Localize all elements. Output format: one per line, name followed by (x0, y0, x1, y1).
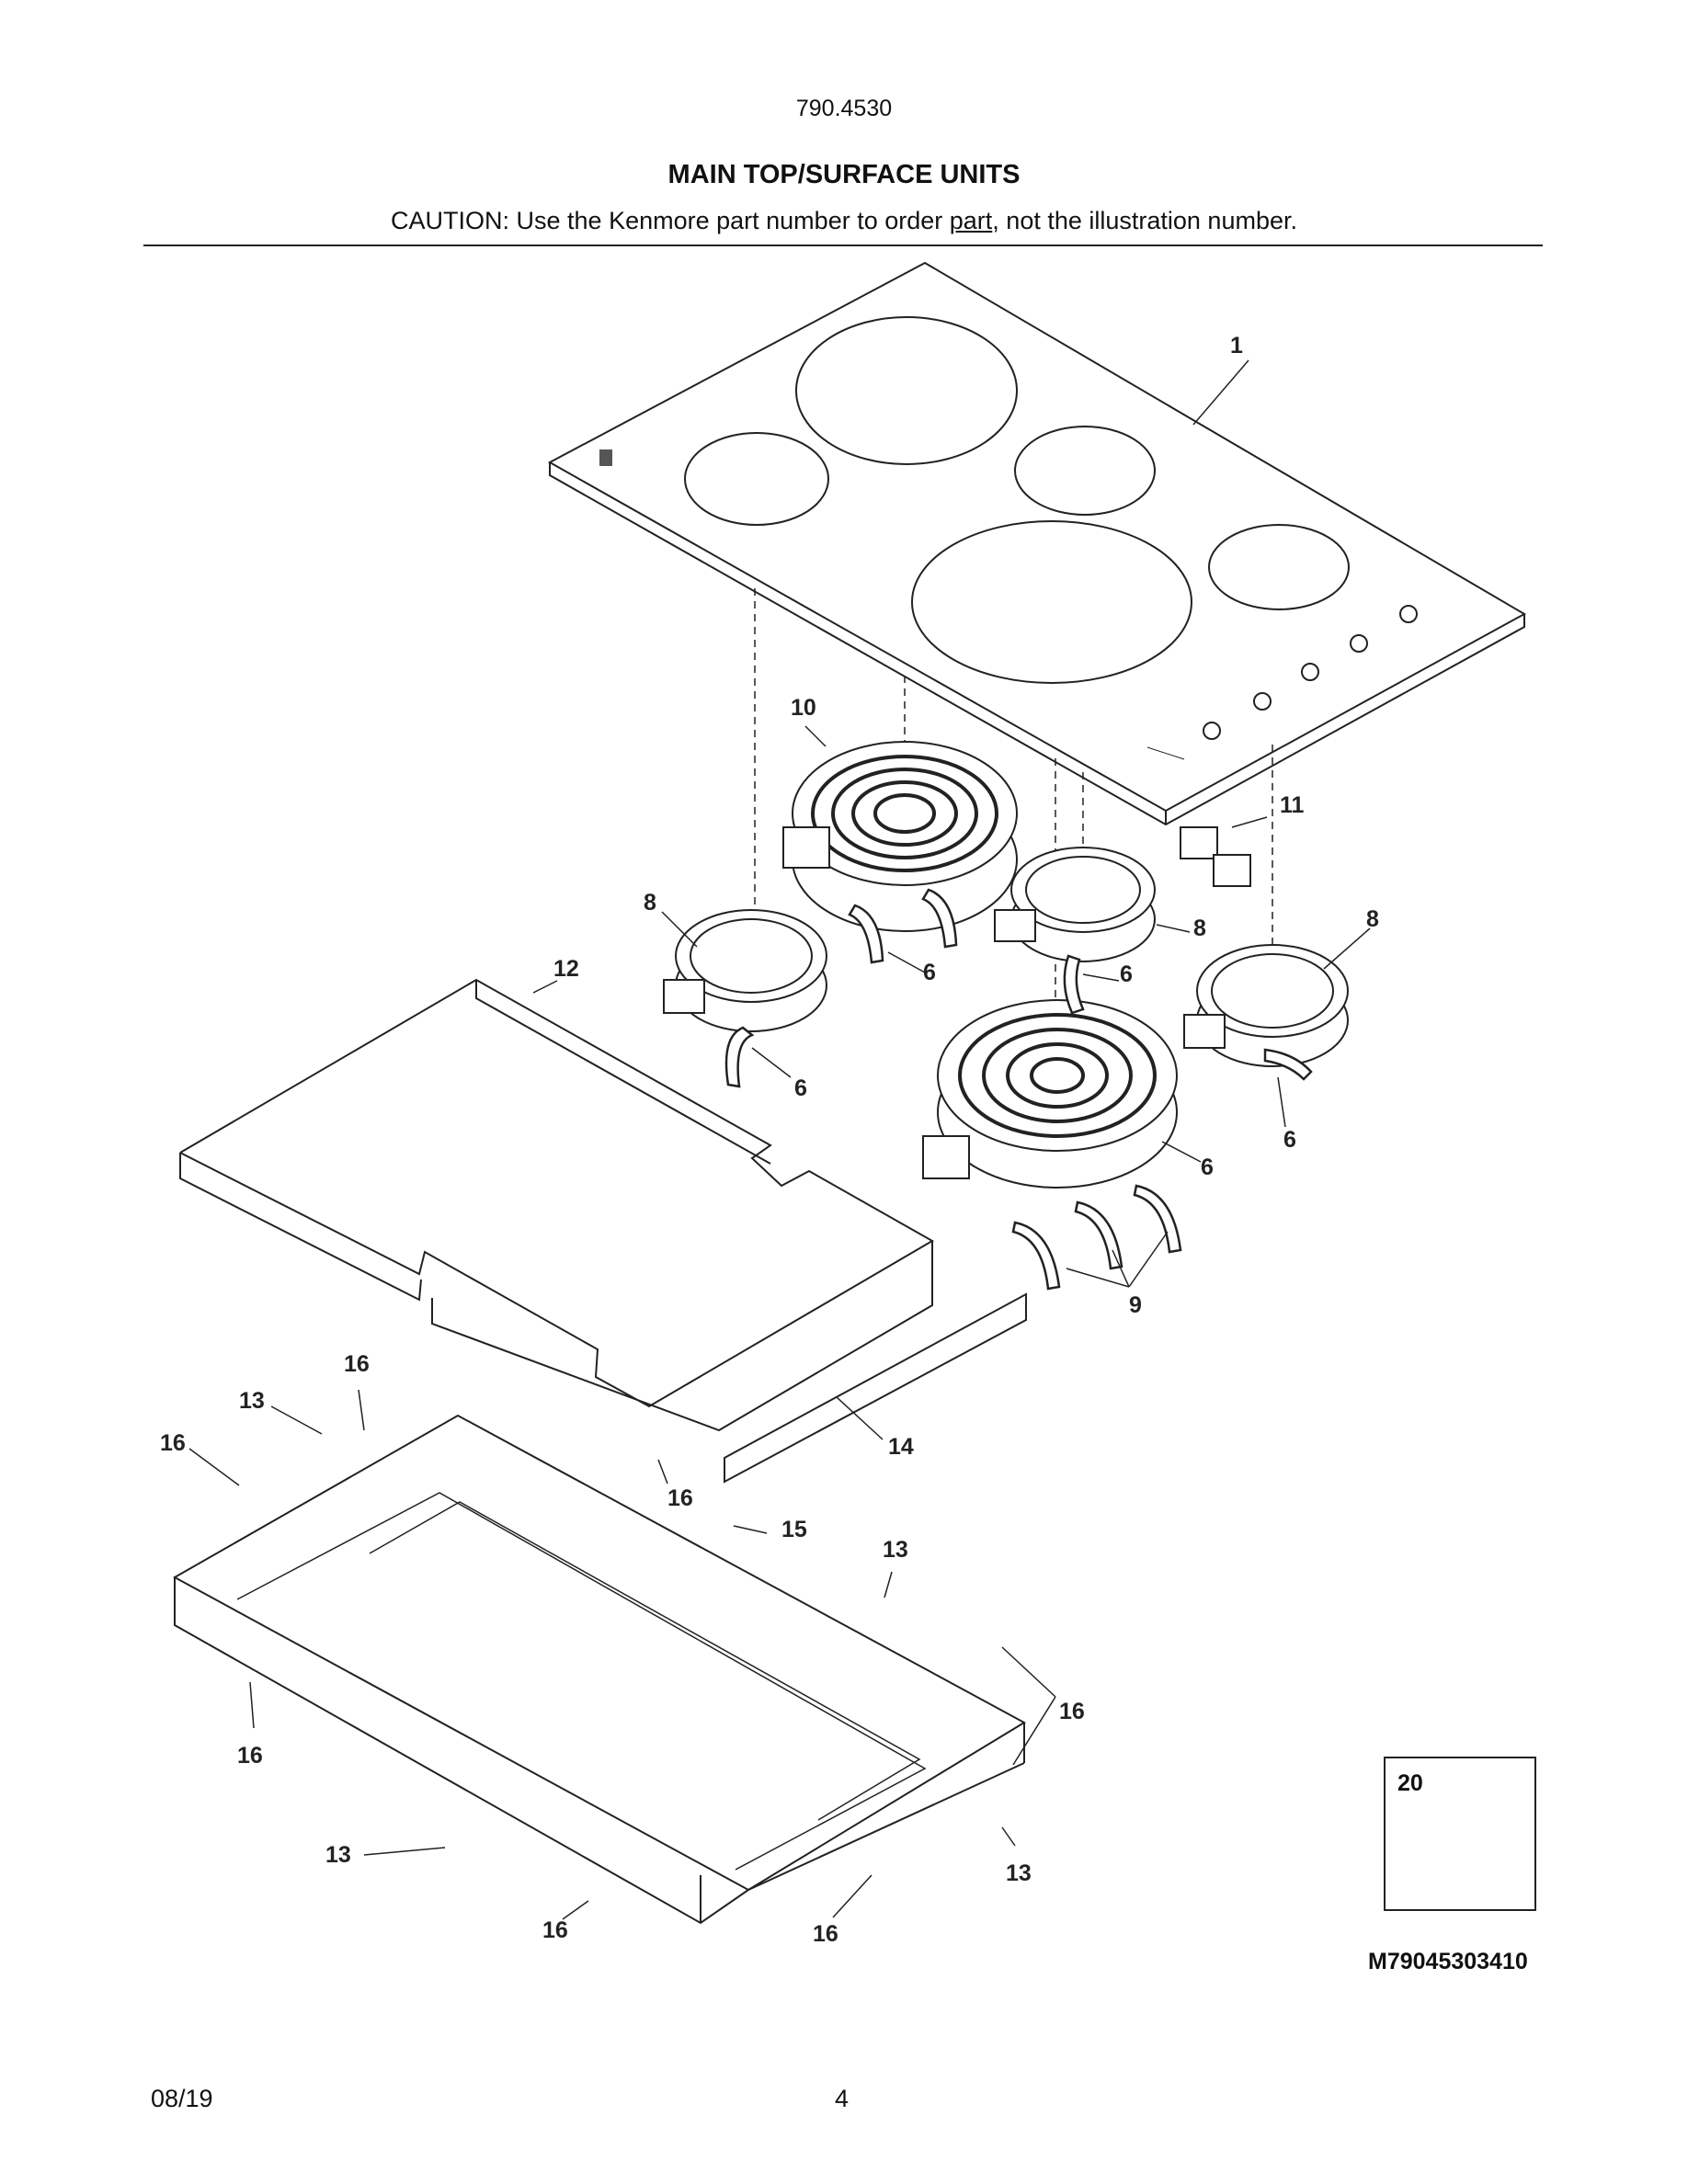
caution-underlined-word: part (949, 207, 993, 234)
model-number: 790.4530 (795, 96, 893, 121)
callout-9: 6 (1201, 1155, 1214, 1180)
leader-lines (188, 359, 1371, 1920)
callout-14: 14 (888, 1434, 914, 1460)
radiant-element-small-center (994, 847, 1156, 962)
cooktop-glass (547, 261, 1527, 826)
callout-12: 12 (553, 956, 579, 982)
drawing-number: M79045303410 (1368, 1949, 1528, 1974)
callout-16: 16 (667, 1485, 693, 1511)
header-divider (143, 245, 1543, 246)
callout-16: 16 (542, 1917, 568, 1943)
callout-16: 16 (344, 1351, 370, 1377)
callout-10: 10 (791, 695, 816, 721)
radiant-element-large (782, 741, 1018, 932)
callout-15: 15 (781, 1517, 807, 1542)
page-title: MAIN TOP/SURFACE UNITS (667, 160, 1021, 189)
caution-text-end: , not the illustration number. (992, 207, 1297, 234)
knob-inset-frame (1384, 1757, 1536, 1911)
terminal-blocks (1180, 826, 1251, 887)
callout-13: 13 (325, 1842, 351, 1868)
callout-16: 16 (237, 1743, 263, 1769)
callout-6: 6 (1283, 1127, 1296, 1153)
callout-8: 8 (1366, 906, 1379, 932)
lower-chassis (172, 1414, 1027, 1925)
page-number: 4 (835, 2085, 850, 2112)
callout-11: 11 (1280, 792, 1305, 818)
callout-8: 8 (1193, 916, 1206, 941)
callout-13: 13 (883, 1537, 908, 1563)
radiant-element-xl (922, 999, 1178, 1189)
callout-13: 13 (239, 1388, 265, 1414)
callout-16: 16 (813, 1921, 838, 1947)
callout-16: 16 (160, 1430, 186, 1456)
element-clips (724, 888, 1313, 1291)
callout-6: 6 (1120, 961, 1133, 987)
radiant-element-small-right (1183, 944, 1349, 1067)
burner-box-tray (179, 978, 935, 1432)
callout-8: 8 (644, 890, 656, 916)
callout-6: 6 (794, 1075, 807, 1101)
footer-date: 08/19 (151, 2085, 213, 2112)
caution-text-start: CAUTION: Use the Kenmore part number to … (391, 207, 950, 234)
radiant-element-small-left (663, 909, 827, 1032)
bracket-strip (724, 1292, 1027, 1484)
callout-20: 20 (1397, 1770, 1423, 1796)
callout-6: 6 (923, 960, 936, 985)
callout-1: 1 (1230, 333, 1243, 358)
caution-note: CAUTION: Use the Kenmore part number to … (0, 207, 1688, 235)
callout-13: 13 (1006, 1860, 1032, 1886)
callout-6: 9 (1129, 1292, 1142, 1318)
callout-16: 16 (1059, 1699, 1085, 1724)
